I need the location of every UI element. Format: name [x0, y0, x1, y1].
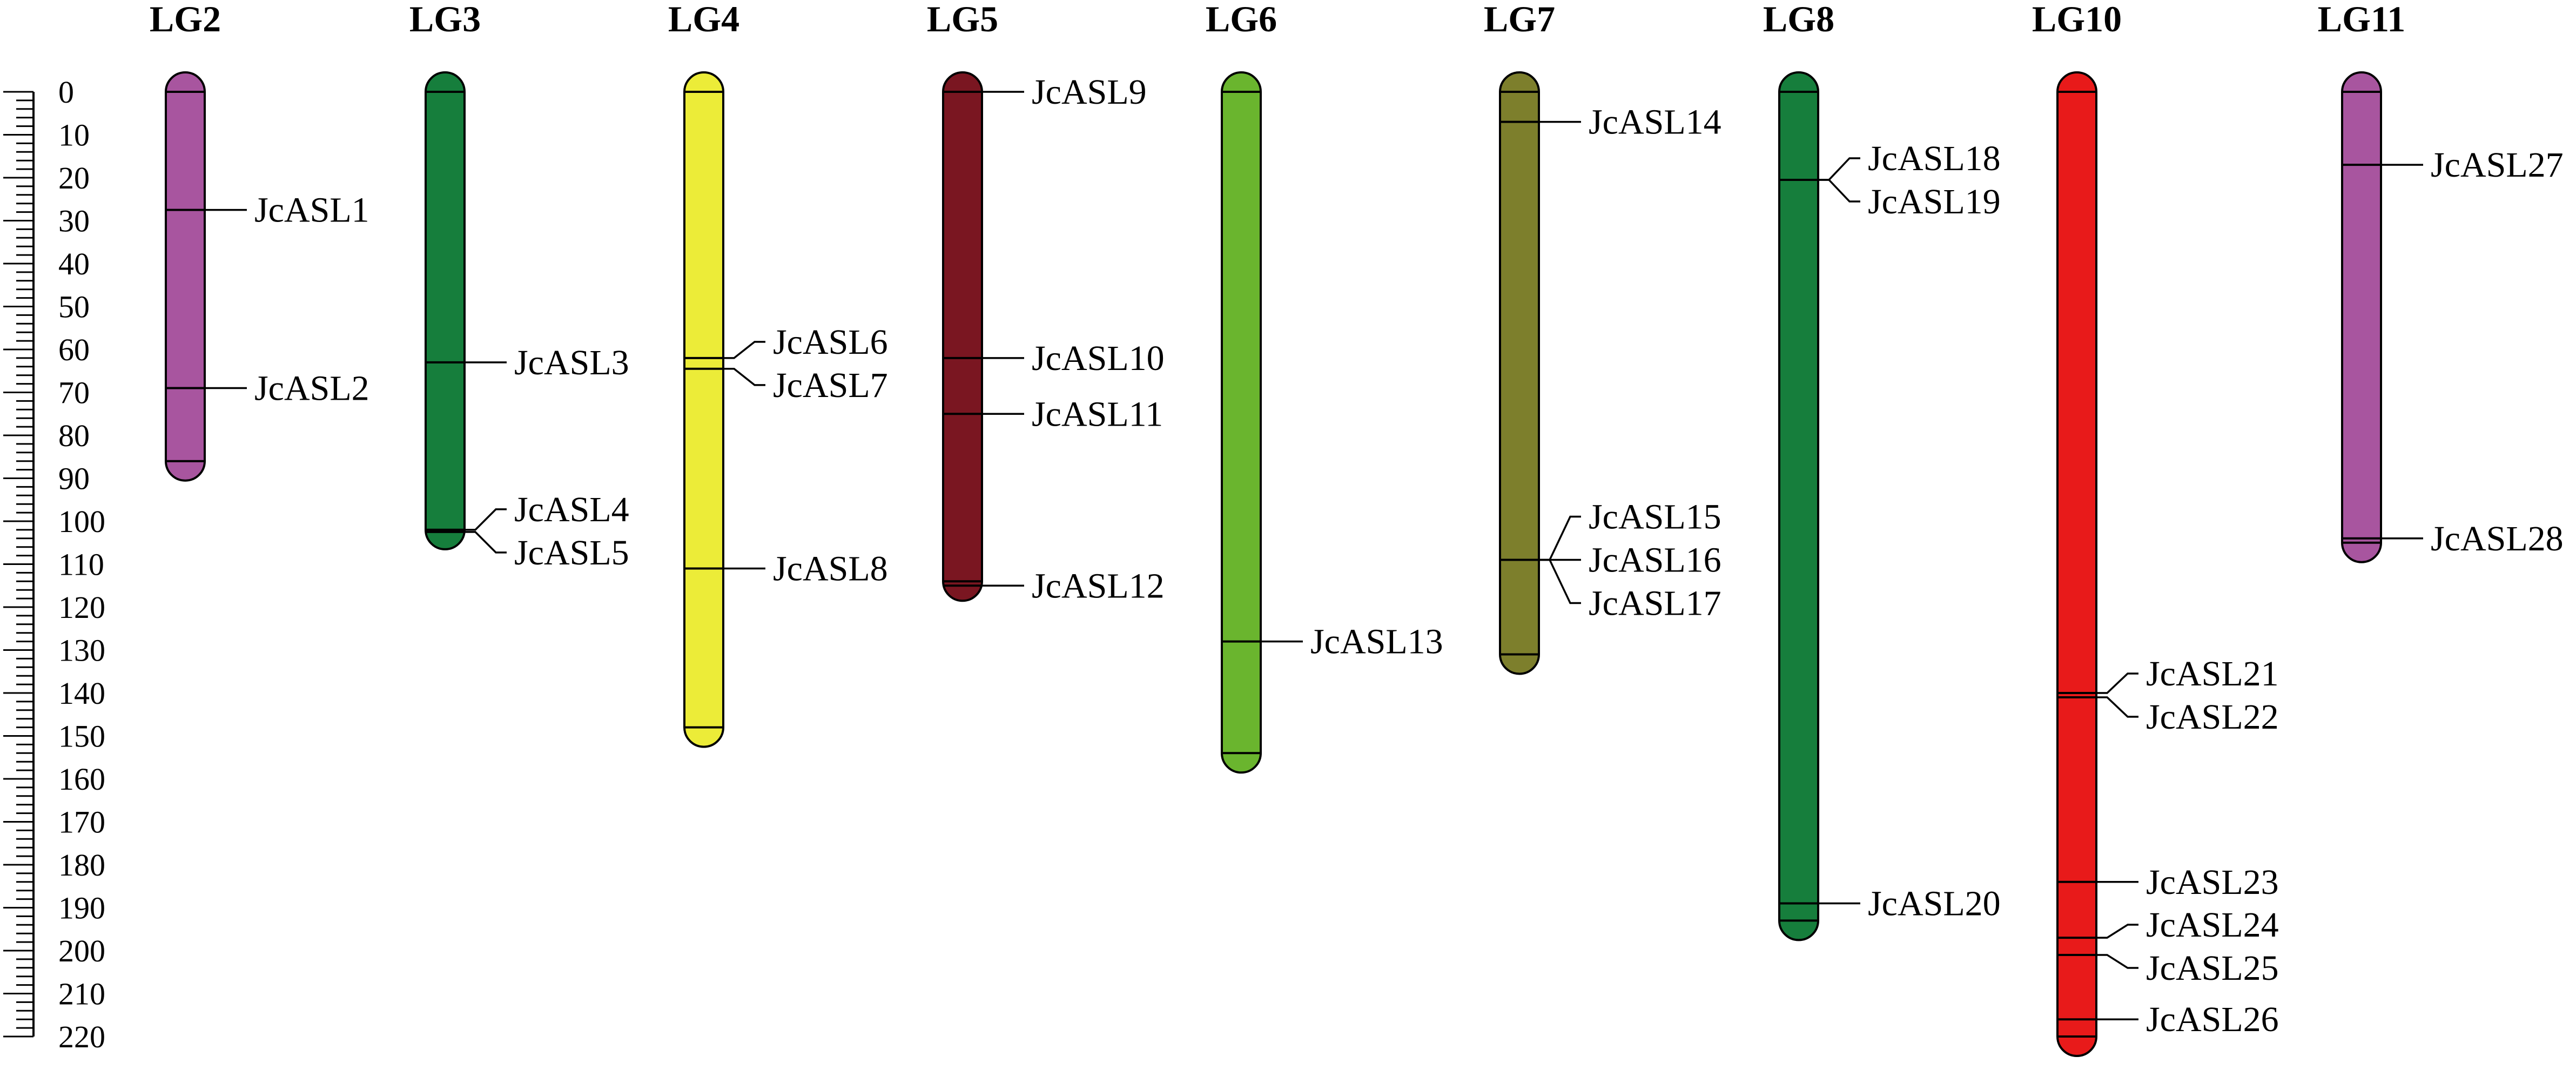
chromosome-bar	[2341, 71, 2382, 563]
ruler-tick-label: 190	[58, 891, 105, 926]
gene-label: JcASL15	[1589, 497, 1721, 537]
chromosome-bar	[165, 71, 206, 482]
ruler-tick-label: 90	[58, 461, 90, 496]
ruler-tick-label: 200	[58, 933, 105, 968]
ruler-tick-label: 180	[58, 847, 105, 883]
chromosome-bar	[2056, 71, 2097, 1057]
gene-label: JcASL4	[514, 490, 629, 529]
ruler-tick-label: 10	[58, 118, 90, 153]
chromosome-bar	[425, 71, 466, 550]
ruler-tick-label: 160	[58, 762, 105, 797]
gene-label: JcASL24	[2146, 905, 2279, 945]
linkage-group-label: LG7	[1484, 0, 1555, 39]
linkage-group-label: LG11	[2318, 0, 2406, 39]
gene-label: JcASL28	[2431, 519, 2564, 558]
ruler-tick-label: 0	[58, 75, 74, 110]
gene-leader-line	[1539, 515, 1581, 561]
linkage-group-label: LG10	[2032, 0, 2122, 39]
gene-label: JcASL5	[514, 533, 629, 573]
ruler-tick-label: 80	[58, 418, 90, 453]
gene-label: JcASL17	[1589, 584, 1721, 623]
gene-label: JcASL7	[773, 366, 888, 405]
gene-leader-line	[1539, 558, 1581, 604]
ruler-tick-label: 60	[58, 332, 90, 367]
gene-leader-line	[2096, 696, 2138, 718]
ruler-tick-label: 20	[58, 160, 90, 196]
ruler-tick-label: 120	[58, 590, 105, 625]
gene-label: JcASL2	[254, 369, 369, 408]
gene-label: JcASL11	[1032, 394, 1163, 434]
chromosome-bar	[942, 71, 983, 602]
ruler-tick-label: 150	[58, 719, 105, 754]
ruler-tick-label: 50	[58, 290, 90, 325]
ruler-tick-label: 170	[58, 805, 105, 840]
gene-label: JcASL8	[773, 549, 888, 588]
ruler-tick-label: 110	[58, 547, 104, 582]
linkage-group-label: LG2	[150, 0, 221, 39]
gene-leader-line	[2096, 954, 2138, 969]
gene-label: JcASL26	[2146, 1000, 2279, 1039]
gene-label: JcASL12	[1032, 566, 1165, 605]
linkage-group-label: LG4	[668, 0, 739, 39]
ruler-tick-label: 30	[58, 204, 90, 239]
ruler-tick-label: 100	[58, 504, 105, 539]
gene-label: JcASL22	[2146, 697, 2279, 737]
chromosome-bar	[1221, 71, 1262, 774]
ruler-tick-label: 210	[58, 977, 105, 1012]
ruler-scale: 0 10 20 30 40 50 60 70 80 90 100 110 120 130 140 150 160…	[3, 75, 105, 1054]
gene-leader-line	[1818, 157, 1860, 181]
gene-leader-line	[723, 368, 765, 386]
chromosome-bar	[683, 71, 724, 748]
gene-label: JcASL20	[1868, 884, 2001, 924]
ruler-tick-label: 70	[58, 375, 90, 410]
chromosome-bar	[1499, 71, 1540, 675]
gene-label: JcASL16	[1589, 541, 1721, 580]
gene-label: JcASL21	[2146, 654, 2279, 694]
ruler-tick-label: 130	[58, 633, 105, 668]
gene-label: JcASL18	[1868, 139, 2001, 178]
gene-leader-line	[465, 531, 507, 554]
gene-label: JcASL3	[514, 343, 629, 382]
linkage-group-label: LG5	[927, 0, 998, 39]
ruler-tick-label: 140	[58, 676, 105, 711]
linkage-groups: LG2JcASL1JcASL2LG3JcASL3JcASL4JcASL5LG4J…	[150, 0, 2564, 1057]
gene-leader-line	[723, 341, 765, 359]
gene-label: JcASL9	[1032, 72, 1147, 112]
gene-leader-line	[2096, 924, 2138, 939]
gene-leader-line	[2096, 672, 2138, 694]
gene-leader-line	[1818, 179, 1860, 203]
chromosome-bar	[1778, 71, 1819, 941]
ruler-tick-label: 220	[58, 1019, 105, 1054]
linkage-group-lg10: LG10JcASL21JcASL22JcASL23JcASL24JcASL25J…	[2032, 0, 2279, 1057]
linkage-group-label: LG6	[1206, 0, 1277, 39]
gene-label: JcASL6	[773, 322, 888, 362]
gene-label: JcASL19	[1868, 182, 2001, 221]
gene-label: JcASL13	[1310, 622, 1443, 662]
gene-label: JcASL23	[2146, 863, 2279, 902]
gene-label: JcASL27	[2431, 145, 2564, 185]
linkage-group-label: LG8	[1763, 0, 1834, 39]
linkage-group-label: LG3	[409, 0, 481, 39]
gene-label: JcASL10	[1032, 339, 1165, 378]
gene-leader-line	[465, 508, 507, 531]
ruler-tick-label: 40	[58, 246, 90, 281]
gene-label: JcASL14	[1589, 103, 1721, 142]
gene-label: JcASL1	[254, 191, 369, 230]
gene-label: JcASL25	[2146, 948, 2279, 988]
